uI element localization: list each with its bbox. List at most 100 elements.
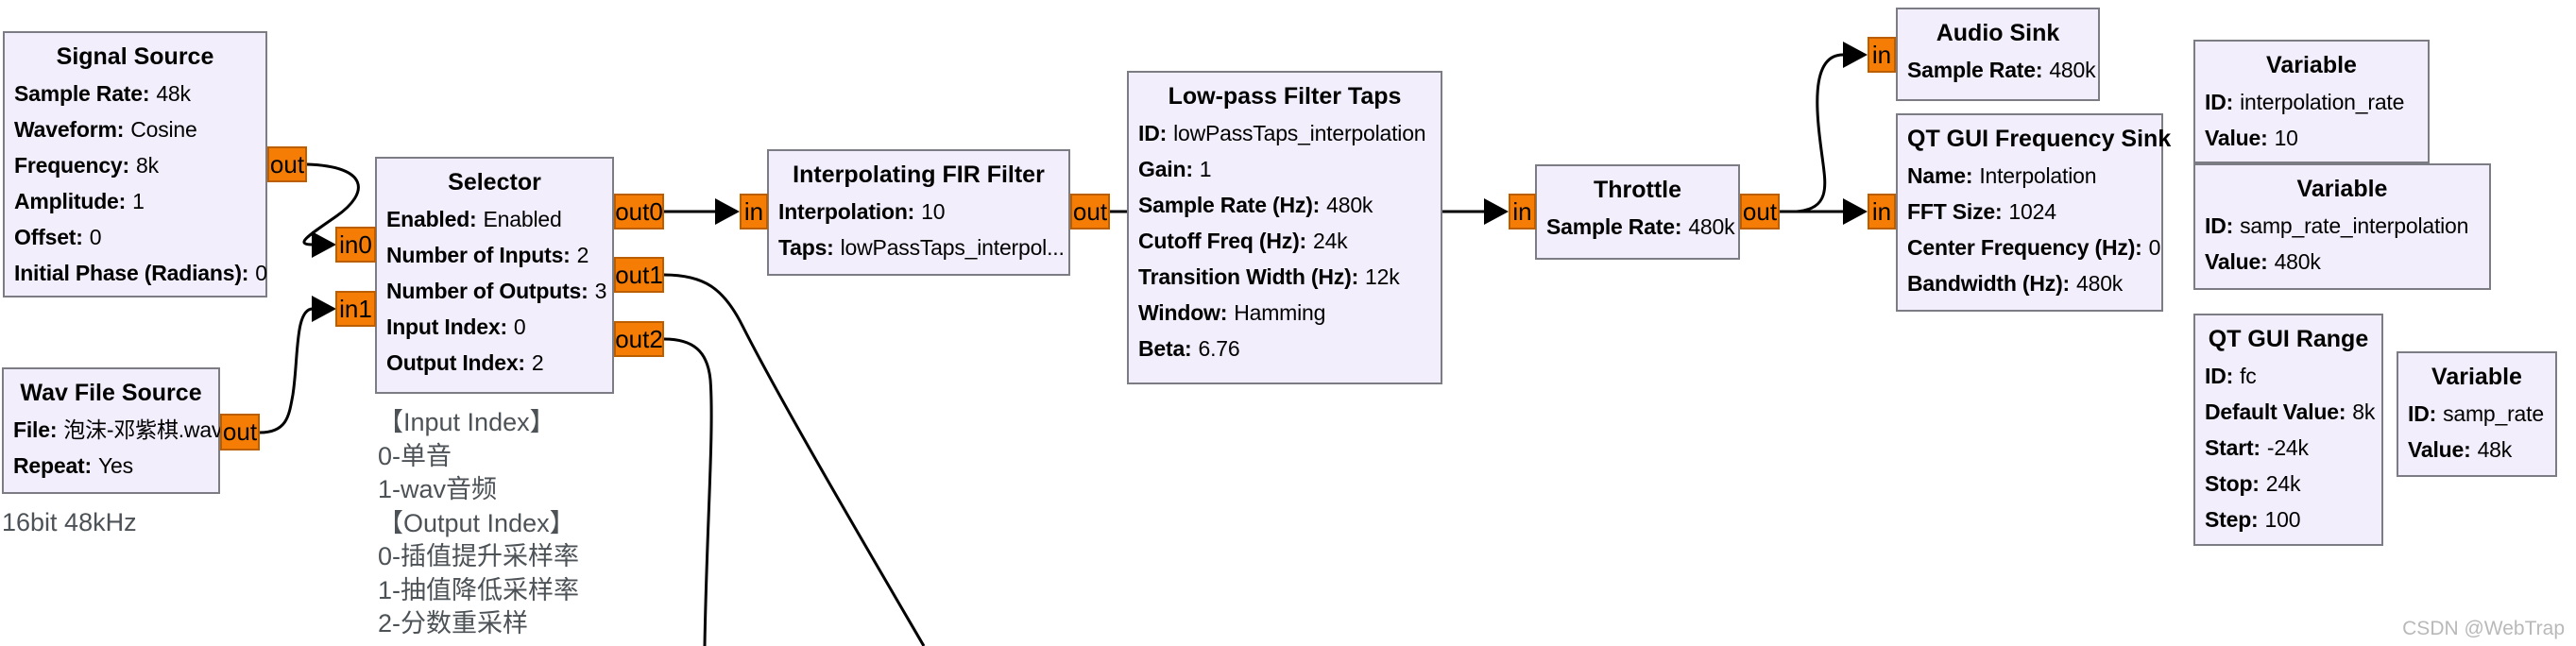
wire-wav-to-selector-in1[interactable] <box>259 307 314 434</box>
port-throttle-in[interactable]: in <box>1509 194 1536 230</box>
param-row: Sample Rate:48k <box>14 76 256 111</box>
param-row: FFT Size:1024 <box>1907 194 2152 230</box>
param-value: 48k <box>2477 437 2513 462</box>
param-label: Value: <box>2408 437 2471 462</box>
param-row: Initial Phase (Radians):0 <box>14 255 267 291</box>
param-value: 1 <box>132 189 145 213</box>
block-title: Throttle <box>1593 177 1682 203</box>
param-value: 480k <box>2274 249 2321 274</box>
annotation-wav-format-note: 16bit 48kHz <box>2 506 137 540</box>
wire-signal-to-selector-in0[interactable] <box>302 162 360 246</box>
param-value: interpolation_rate <box>2240 90 2405 114</box>
param-value: 8k <box>135 153 159 178</box>
port-selector-out1[interactable]: out1 <box>614 257 664 293</box>
param-label: ID: <box>2408 401 2437 426</box>
param-row: Name:Interpolation <box>1907 158 2152 194</box>
param-label: Amplitude: <box>14 189 127 213</box>
param-label: Offset: <box>14 225 83 249</box>
wire-signal-to-selector-in0-arrowhead <box>312 231 336 258</box>
param-label: Input Index: <box>386 314 507 339</box>
param-value: 0 <box>513 314 526 339</box>
port-audio-sink-in[interactable]: in <box>1868 37 1896 73</box>
port-selector-in1[interactable]: in1 <box>335 291 376 327</box>
wire-selector-out2-down[interactable] <box>663 337 713 646</box>
param-row: Step:100 <box>2205 502 2372 537</box>
block-title: Variable <box>2431 364 2522 390</box>
block-title: Low-pass Filter Taps <box>1168 83 1402 110</box>
param-row: Sample Rate:480k <box>1546 209 1735 245</box>
param-row: Cutoff Freq (Hz):24k <box>1138 223 1431 259</box>
param-row: Frequency:8k <box>14 147 256 183</box>
param-row: Value:480k <box>2205 244 2480 280</box>
port-selector-in0[interactable]: in0 <box>335 227 376 263</box>
param-label: Name: <box>1907 163 1973 188</box>
param-value: lowPassTaps_interpol... <box>840 235 1065 260</box>
param-value: Cosine <box>130 117 197 142</box>
port-signal-source-out[interactable]: out <box>267 146 307 182</box>
param-row: Taps:lowPassTaps_interpol... <box>778 230 1065 265</box>
param-value: 480k <box>2049 58 2096 82</box>
port-selector-out2[interactable]: out2 <box>614 321 664 357</box>
param-value: 24k <box>1313 229 1348 253</box>
param-row: Sample Rate:480k <box>1907 52 2096 88</box>
param-label: Sample Rate: <box>14 81 150 106</box>
block-title: Audio Sink <box>1936 20 2060 46</box>
param-label: Interpolation: <box>778 199 915 224</box>
port-throttle-out[interactable]: out <box>1740 194 1780 230</box>
param-label: Repeat: <box>13 453 92 478</box>
param-row: Stop:24k <box>2205 466 2372 502</box>
param-row: ID:fc <box>2205 358 2372 394</box>
param-label: Bandwidth (Hz): <box>1907 271 2071 296</box>
param-value: Hamming <box>1234 300 1326 325</box>
param-label: Frequency: <box>14 153 129 178</box>
param-value: samp_rate_interpolation <box>2240 213 2469 238</box>
param-value: fc <box>2240 364 2257 388</box>
port-selector-out0[interactable]: out0 <box>614 194 664 230</box>
param-value: 10 <box>921 199 946 224</box>
wire-throttle-out-to-audio-sink-in[interactable] <box>1796 53 1844 213</box>
param-label: ID: <box>2205 213 2234 238</box>
param-label: Value: <box>2205 126 2268 150</box>
param-row: File:泡沫-邓紫棋.wav <box>13 412 222 448</box>
port-fir-filter-out[interactable]: out <box>1070 194 1110 230</box>
param-label: Number of Inputs: <box>386 243 571 267</box>
param-label: Output Index: <box>386 350 525 375</box>
param-row: Waveform:Cosine <box>14 111 256 147</box>
annotation-line: 0-单音 <box>378 441 452 470</box>
wire-fir-out-to-throttle-in-arrowhead <box>1484 198 1509 225</box>
annotation-line: 【Input Index】 <box>378 408 555 436</box>
wire-throttle-out-to-audio-sink-in-arrowhead <box>1843 42 1868 68</box>
param-value: 1024 <box>2008 199 2056 224</box>
annotation-line: 【Output Index】 <box>378 508 575 537</box>
port-fir-filter-in[interactable]: in <box>740 194 768 230</box>
param-row: Value:48k <box>2408 432 2546 468</box>
param-label: Sample Rate (Hz): <box>1138 193 1321 217</box>
block-title: Interpolating FIR Filter <box>793 162 1045 188</box>
param-value: 8k <box>2352 400 2376 424</box>
param-value: 1 <box>1199 157 1212 181</box>
param-value: 48k <box>156 81 191 106</box>
port-wav-file-source-out[interactable]: out <box>220 414 260 450</box>
param-value: 3 <box>594 279 607 303</box>
port-freq-sink-in[interactable]: in <box>1868 194 1896 230</box>
param-row: Input Index:0 <box>386 309 603 345</box>
param-row: Repeat:Yes <box>13 448 209 484</box>
annotation-line: 16bit 48kHz <box>2 508 137 536</box>
param-value: 480k <box>1326 193 1373 217</box>
param-row: Window:Hamming <box>1138 295 1431 331</box>
param-row: ID:samp_rate_interpolation <box>2205 208 2480 244</box>
wire-selector-out1-down[interactable] <box>663 273 926 646</box>
param-value: lowPassTaps_interpolation <box>1173 121 1426 145</box>
